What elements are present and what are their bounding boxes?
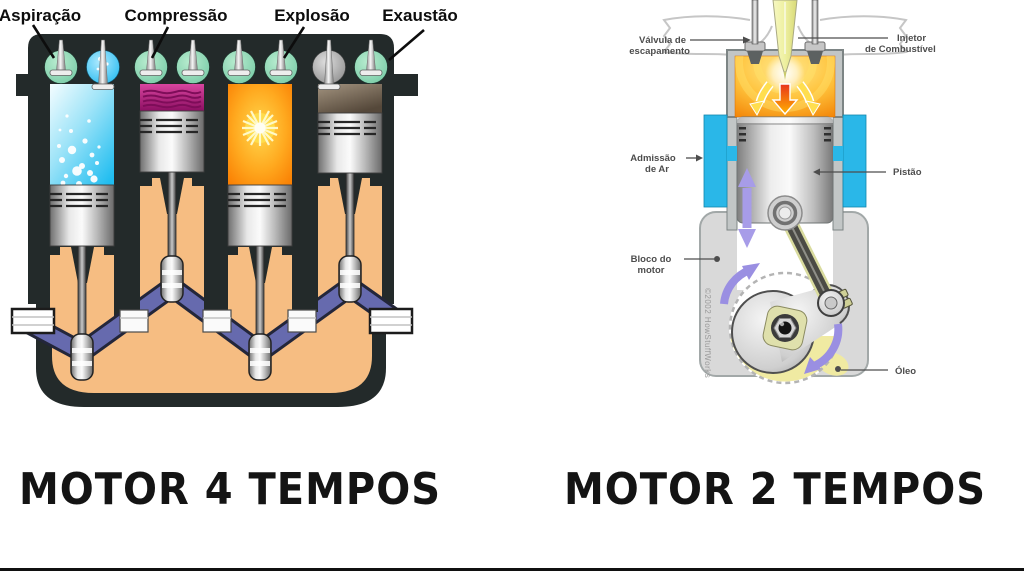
piston-motion-arrow <box>738 168 756 248</box>
stroke-labels: Aspiração Compressão Explosão Exaustão <box>0 6 458 61</box>
label-piston: Pistão <box>893 167 922 178</box>
label-exhaust-valve-2: escapamento <box>629 46 690 57</box>
pistons <box>49 110 383 247</box>
label-explosao: Explosão <box>274 6 350 25</box>
title-motor-4-tempos: MOTOR 4 TEMPOS <box>18 465 442 515</box>
callout-dot <box>714 256 720 262</box>
arrowhead <box>743 36 751 44</box>
bottom-divider <box>0 568 1024 571</box>
label-exaustao: Exaustão <box>382 6 458 25</box>
crankshaft-hub <box>762 305 808 351</box>
spark-starburst <box>242 110 278 146</box>
callout-dot <box>835 366 841 372</box>
arrowhead <box>813 168 820 176</box>
air-intake-ports <box>703 114 867 208</box>
wrist-pin <box>767 195 803 231</box>
rotation-arrows <box>720 263 843 374</box>
open-exhaust-valve-head <box>317 83 341 90</box>
label-engine-block: Bloco do <box>631 254 672 265</box>
fuel-injector <box>772 0 798 80</box>
label-engine-block-2: motor <box>638 265 665 276</box>
label-pointer-lines <box>31 24 425 61</box>
label-injector: Injetor <box>897 33 926 44</box>
copyright-credit: ©2002 HowStuffWorks <box>703 288 712 378</box>
arrowhead <box>696 154 703 162</box>
crankshaft-journals <box>10 307 414 335</box>
compressed-charge <box>140 84 204 111</box>
valves <box>49 39 383 90</box>
callouts: Válvula de escapamento Injetor de Combus… <box>629 33 935 378</box>
four-stroke-diagram: Aspiração Compressão Explosão Exaustão <box>0 6 458 407</box>
label-aspiracao: Aspiração <box>0 6 81 25</box>
two-stroke-diagram: Válvula de escapamento Injetor de Combus… <box>629 0 936 385</box>
open-intake-valve-head <box>91 83 115 90</box>
combustion-charge <box>228 84 292 185</box>
rod-big-ends <box>70 255 362 381</box>
label-oil: Óleo <box>895 365 916 377</box>
piston <box>736 116 834 231</box>
label-injector-2: de Combustível <box>865 44 936 55</box>
intake-charge <box>50 84 114 187</box>
cylinder-partitions <box>114 232 318 312</box>
title-motor-2-tempos: MOTOR 2 TEMPOS <box>563 465 987 515</box>
label-air-intake: Admissão <box>630 153 676 164</box>
label-compressao: Compressão <box>125 6 228 25</box>
label-air-intake-2: de Ar <box>645 164 669 175</box>
combustion-arrows <box>749 81 821 117</box>
exhaust-valves <box>744 0 826 64</box>
exhaust-valve-stem <box>751 0 759 45</box>
label-exhaust-valve: Válvula de <box>639 35 686 46</box>
